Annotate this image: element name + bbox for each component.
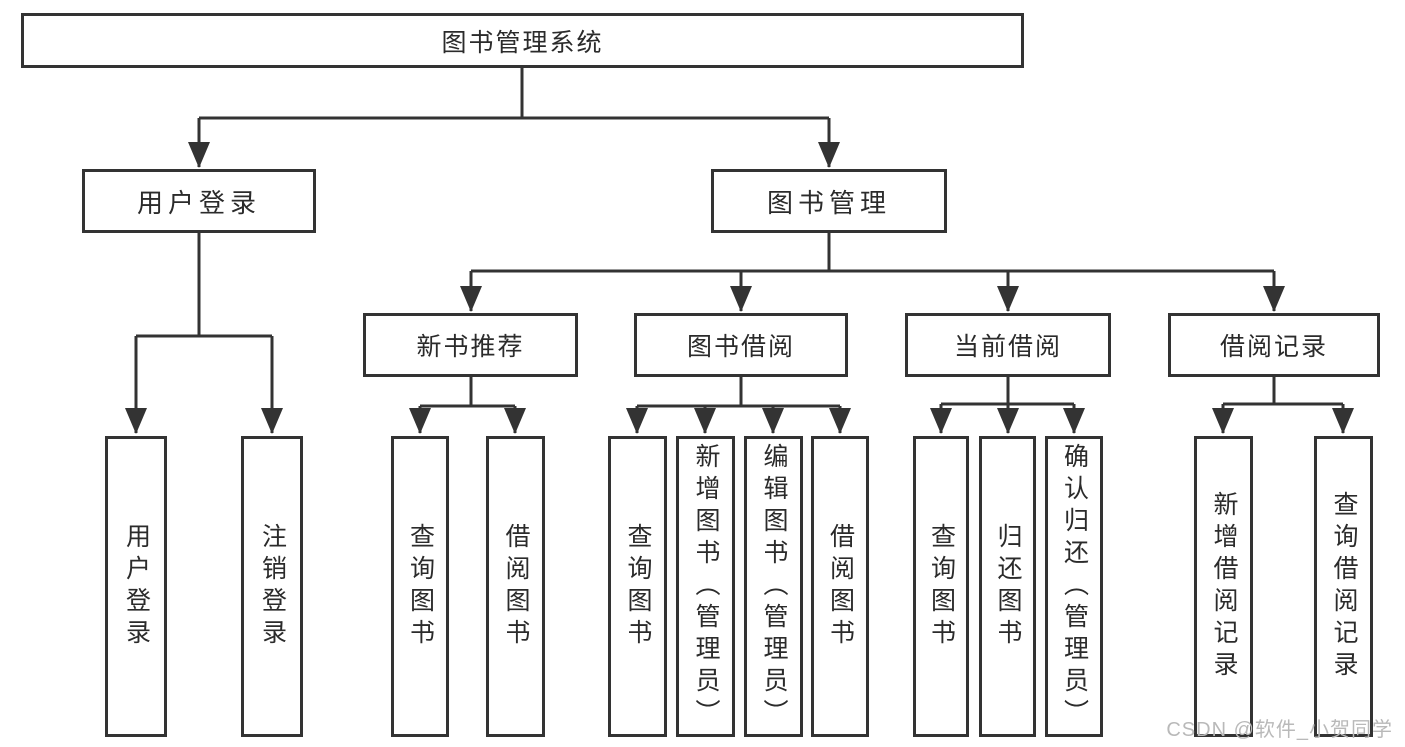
node-user-login: 用户登录 (82, 169, 316, 233)
leaf-query-books-recommend: 查询图书 (391, 436, 449, 737)
leaf-query-books-current-label: 查询图书 (927, 522, 956, 651)
leaf-add-borrow-record-label: 新增借阅记录 (1210, 490, 1238, 683)
leaf-borrow-books-recommend: 借阅图书 (486, 436, 545, 737)
leaf-add-borrow-record: 新增借阅记录 (1194, 436, 1253, 737)
leaf-query-books-current: 查询图书 (913, 436, 969, 737)
leaf-query-books-recommend-label: 查询图书 (406, 522, 435, 651)
leaf-add-books-admin-label: 新增图书（管理员） (692, 442, 720, 731)
node-borrow-records: 借阅记录 (1168, 313, 1380, 377)
node-book-borrow: 图书借阅 (634, 313, 848, 377)
leaf-confirm-return-admin: 确认归还（管理员） (1045, 436, 1103, 737)
leaf-confirm-return-admin-label: 确认归还（管理员） (1060, 442, 1089, 731)
node-root-system: 图书管理系统 (21, 13, 1024, 68)
leaf-query-books-borrow-label: 查询图书 (624, 522, 652, 651)
leaf-borrow-books-label: 借阅图书 (826, 522, 855, 651)
leaf-query-borrow-record-label: 查询借阅记录 (1330, 490, 1358, 683)
leaf-add-books-admin: 新增图书（管理员） (676, 436, 735, 737)
leaf-borrow-books: 借阅图书 (811, 436, 869, 737)
leaf-user-login-label: 用户登录 (122, 522, 151, 651)
leaf-return-books-label: 归还图书 (994, 522, 1022, 651)
leaf-logout: 注销登录 (241, 436, 303, 737)
leaf-edit-books-admin: 编辑图书（管理员） (744, 436, 803, 737)
node-new-book-recommend: 新书推荐 (363, 313, 578, 377)
leaf-user-login: 用户登录 (105, 436, 167, 737)
csdn-watermark: CSDN @软件_小贺同学 (1166, 719, 1393, 741)
leaf-return-books: 归还图书 (979, 436, 1036, 737)
leaf-query-borrow-record: 查询借阅记录 (1314, 436, 1373, 737)
leaf-borrow-books-recommend-label: 借阅图书 (502, 522, 530, 651)
leaf-edit-books-admin-label: 编辑图书（管理员） (760, 442, 788, 731)
node-book-management: 图书管理 (711, 169, 947, 233)
node-current-borrow: 当前借阅 (905, 313, 1111, 377)
leaf-logout-label: 注销登录 (258, 522, 287, 651)
leaf-query-books-borrow: 查询图书 (608, 436, 667, 737)
